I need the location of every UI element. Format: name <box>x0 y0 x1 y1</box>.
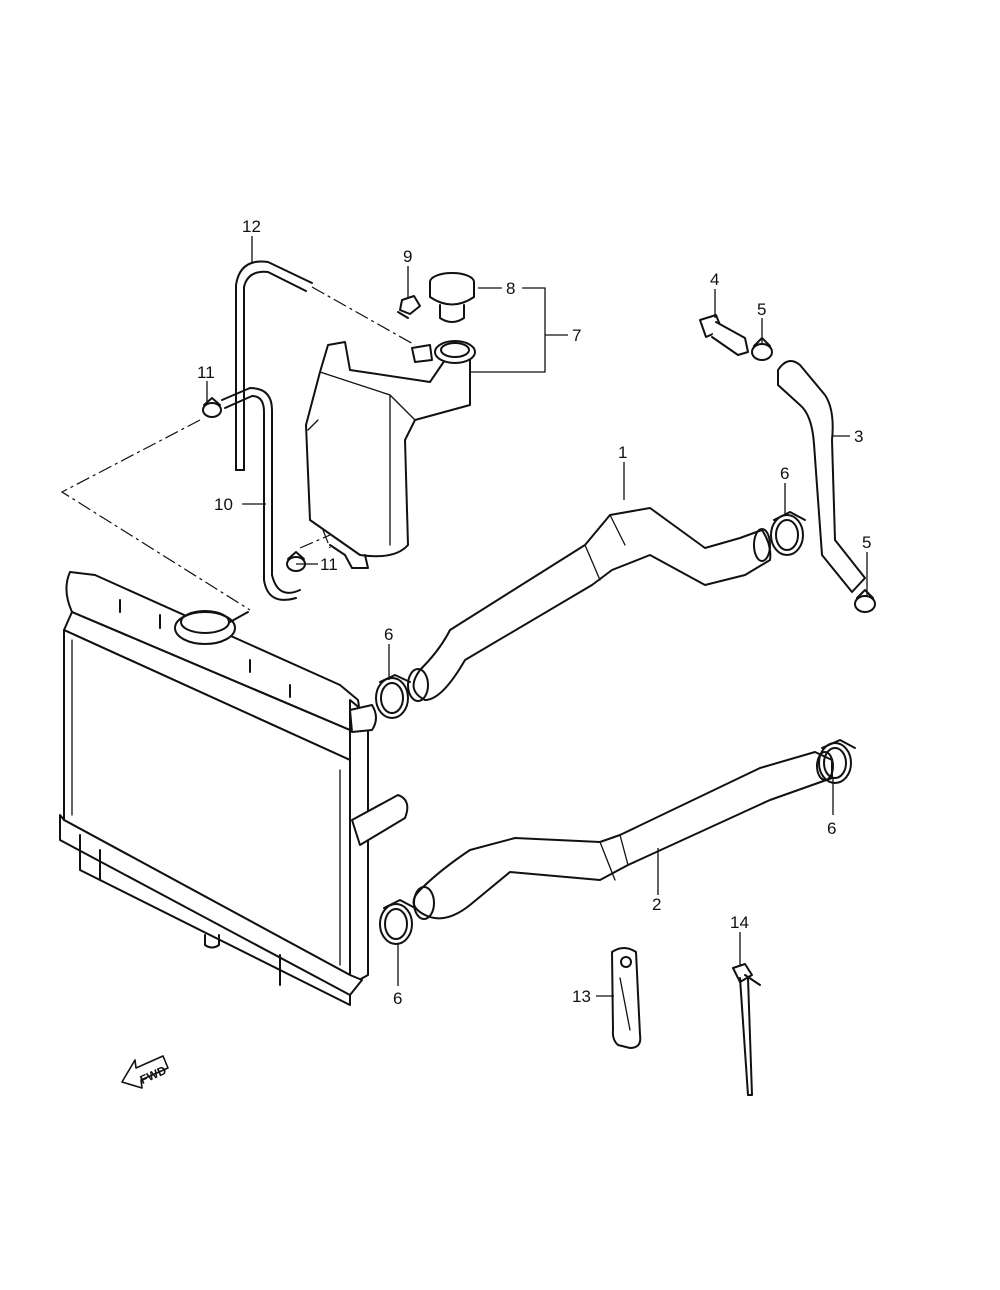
bypass-hose-3 <box>777 360 866 593</box>
hose-clamp-6-upper-right <box>770 511 806 556</box>
callout-1: 1 <box>618 443 627 462</box>
callout-7: 7 <box>572 326 581 345</box>
leader-lines <box>206 236 868 997</box>
callout-5-upper: 5 <box>757 300 766 319</box>
hose-clamp-6-lower-left <box>379 899 416 945</box>
callout-6-upper-right: 6 <box>780 464 789 483</box>
callout-14: 14 <box>730 913 749 932</box>
clamp-5-lower <box>854 589 876 613</box>
radiator <box>59 571 409 1006</box>
callout-13: 13 <box>572 987 591 1006</box>
callout-2: 2 <box>652 895 661 914</box>
overflow-hose-12 <box>235 260 313 471</box>
clamp-11-upper <box>202 397 222 418</box>
callout-4: 4 <box>710 270 719 289</box>
callout-12: 12 <box>242 217 261 236</box>
callout-11-lower: 11 <box>320 555 338 574</box>
upper-radiator-hose-1 <box>407 507 772 702</box>
lower-radiator-hose-2 <box>412 751 834 920</box>
reservoir-hose-10 <box>221 387 301 601</box>
callout-6-lower-left: 6 <box>393 989 402 1008</box>
clamp-11-lower <box>286 551 306 572</box>
callout-3: 3 <box>854 427 863 446</box>
callout-9: 9 <box>403 247 412 266</box>
callout-10: 10 <box>214 495 233 514</box>
forward-arrow-icon: FWD <box>121 1055 169 1089</box>
reservoir-tank <box>305 340 476 569</box>
hose-clamp-6-lower-right <box>818 739 856 784</box>
callout-8: 8 <box>506 279 515 298</box>
hose-clamp-6-upper-left <box>375 674 411 719</box>
callout-labels: 1 2 3 4 5 5 6 6 6 6 7 8 9 10 11 11 12 13… <box>197 217 871 1008</box>
callout-6-upper-left: 6 <box>384 625 393 644</box>
reservoir-cap <box>429 272 475 323</box>
callout-5-lower: 5 <box>862 533 871 552</box>
callout-11-upper: 11 <box>197 363 215 382</box>
cable-tie-14 <box>732 963 761 1096</box>
hose-bracket-13 <box>611 947 642 1049</box>
bolt-9 <box>397 295 421 319</box>
hose-union-4 <box>699 314 749 356</box>
callout-6-lower-right: 6 <box>827 819 836 838</box>
assembly-lines <box>60 286 416 611</box>
